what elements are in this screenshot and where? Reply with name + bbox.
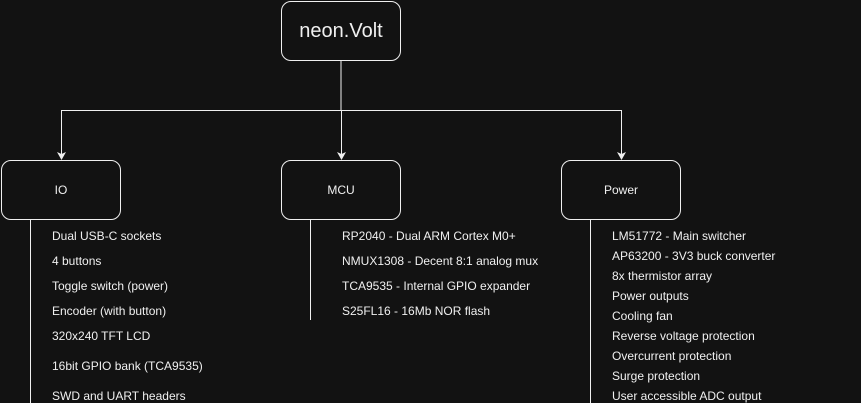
io-item: SWD and UART headers: [52, 389, 186, 403]
power-item: 8x thermistor array: [612, 269, 713, 283]
power-item: Reverse voltage protection: [612, 329, 755, 343]
power-node[interactable]: Power: [561, 160, 681, 220]
mcu-item: NMUX1308 - Decent 8:1 analog mux: [342, 254, 539, 268]
power-item: Overcurrent protection: [612, 349, 732, 363]
mcu-item: TCA9535 - Internal GPIO expander: [342, 279, 531, 293]
io-item: Dual USB-C sockets: [52, 229, 162, 243]
arrowhead-mcu-icon: [337, 152, 346, 160]
power-item: AP63200 - 3V3 buck converter: [612, 249, 776, 263]
power-item: LM51772 - Main switcher: [612, 229, 747, 243]
mcu-node[interactable]: MCU: [281, 160, 401, 220]
mcu-item: RP2040 - Dual ARM Cortex M0+: [342, 229, 516, 243]
power-item: Surge protection: [612, 369, 701, 383]
io-item: 4 buttons: [52, 254, 102, 268]
io-item: 16bit GPIO bank (TCA9535): [52, 359, 203, 373]
mcu-node-label: MCU: [327, 183, 355, 197]
power-item: Cooling fan: [612, 309, 673, 323]
arrowhead-io-icon: [57, 152, 66, 160]
io-item: Toggle switch (power): [52, 279, 169, 293]
power-item: User accessible ADC output: [612, 389, 762, 403]
io-node-label: IO: [54, 183, 68, 197]
root-node-label: neon.Volt: [299, 19, 383, 42]
io-item: Encoder (with button): [52, 304, 167, 318]
power-node-label: Power: [603, 183, 638, 197]
mcu-item: S25FL16 - 16Mb NOR flash: [342, 304, 491, 318]
arrowhead-power-icon: [617, 152, 626, 160]
power-item: Power outputs: [612, 289, 689, 303]
io-node[interactable]: IO: [1, 160, 121, 220]
io-item: 320x240 TFT LCD: [52, 329, 151, 343]
root-node[interactable]: neon.Volt: [281, 1, 401, 61]
